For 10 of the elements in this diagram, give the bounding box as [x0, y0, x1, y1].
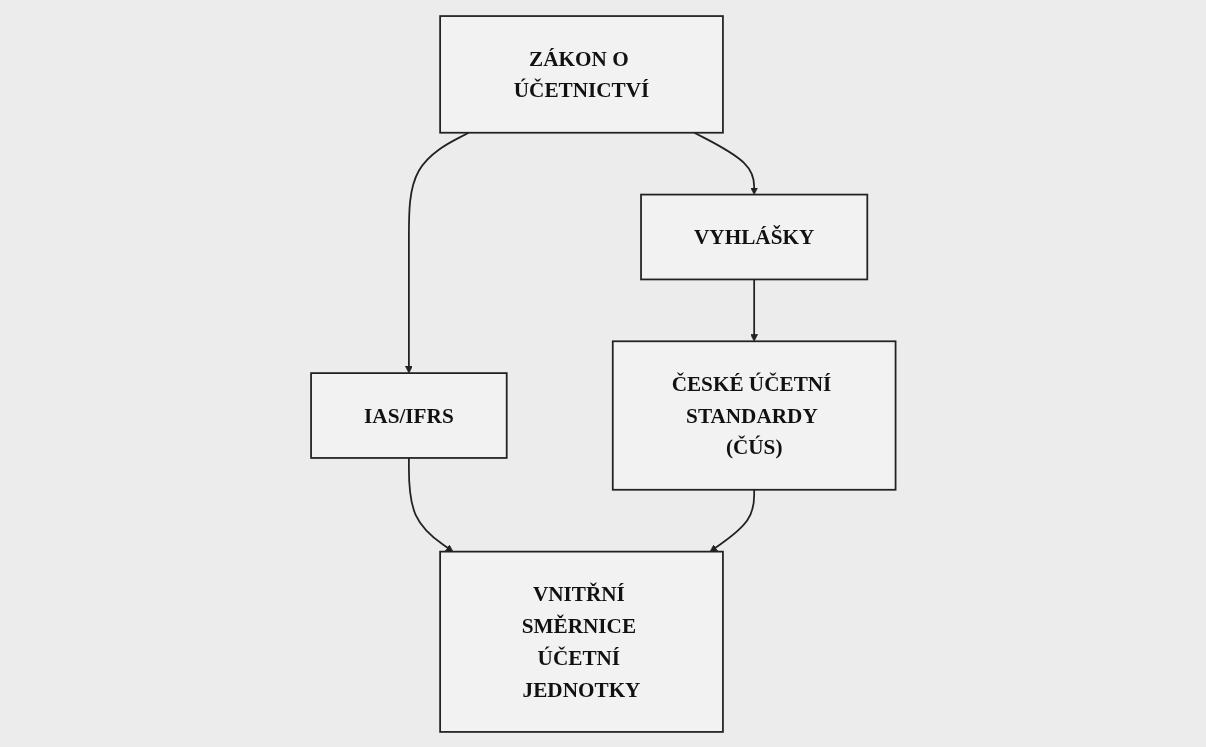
node-box: VNITŘNÍ SMĚRNICE ÚČETNÍ JEDNOTKY [438, 550, 724, 733]
arrow [407, 456, 453, 552]
arrow [404, 131, 470, 373]
node-box: IAS/IFRS [309, 371, 508, 459]
arrow [693, 131, 758, 195]
arrow [749, 278, 758, 342]
node-box: ZÁKON O ÚČETNICTVÍ [438, 14, 724, 134]
node-box: VYHLÁŠKY [639, 193, 868, 280]
node-box: ČESKÉ ÚČETNÍ STANDARDY (ČÚS) [611, 339, 897, 491]
arrow [709, 488, 755, 552]
